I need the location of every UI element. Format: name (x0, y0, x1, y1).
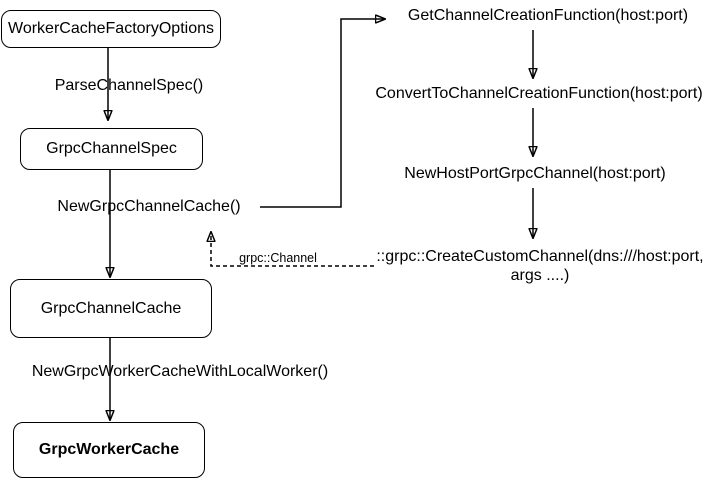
node-worker-cache-factory-options: WorkerCacheFactoryOptions (1, 10, 221, 48)
edge-label-new-grpc-channel-cache: NewGrpcChannelCache() (57, 198, 241, 215)
edge-label-grpc-channel: grpc::Channel (239, 251, 317, 265)
call-get-channel-creation-function: GetChannelCreationFunction(host:port) (407, 7, 689, 24)
call-grpc-create-custom-channel: ::grpc::CreateCustomChannel(dns:///host:… (376, 248, 704, 284)
node-grpc-worker-cache: GrpcWorkerCache (13, 422, 205, 478)
node-grpc-channel-cache-label: GrpcChannelCache (40, 299, 182, 317)
call-new-host-port-grpc-channel: NewHostPortGrpcChannel(host:port) (404, 165, 666, 182)
edge-grpc-channel-return-dashed-arrow (211, 232, 374, 267)
edge-label-new-grpc-worker-cache-with-local-worker: NewGrpcWorkerCacheWithLocalWorker() (31, 363, 329, 380)
edge-label-parse-channel-spec: ParseChannelSpec() (54, 77, 204, 94)
edge-to-get-channel-creation-arrow (260, 19, 385, 208)
node-worker-cache-factory-options-label: WorkerCacheFactoryOptions (8, 20, 214, 37)
node-grpc-worker-cache-label: GrpcWorkerCache (38, 441, 180, 458)
node-grpc-channel-cache: GrpcChannelCache (10, 279, 212, 338)
node-grpc-channel-spec: GrpcChannelSpec (20, 128, 203, 170)
node-grpc-channel-spec-label: GrpcChannelSpec (46, 140, 177, 157)
call-convert-to-channel-creation-function: ConvertToChannelCreationFunction(host:po… (375, 85, 703, 102)
